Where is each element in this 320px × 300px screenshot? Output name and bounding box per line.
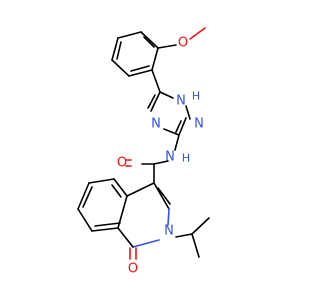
bond (153, 182, 170, 210)
atom-o-lactam: O (128, 262, 138, 277)
bond (159, 91, 174, 99)
bond (111, 59, 130, 77)
bond (130, 65, 150, 72)
bond (151, 69, 161, 93)
bond (178, 117, 187, 136)
atom-h-triazole: H (192, 90, 200, 103)
atom-labels: O H N N N N H O N O (117, 36, 204, 277)
bond (151, 47, 159, 71)
atom-n-triazole-right: N (194, 117, 204, 132)
atom-o-amide: O (117, 156, 127, 171)
bond (175, 233, 193, 238)
atom-n-triazole-left: N (151, 117, 161, 132)
bond (94, 222, 121, 227)
bond (150, 91, 161, 112)
bond (147, 94, 156, 109)
bond (175, 120, 182, 133)
bond (91, 227, 119, 232)
bond (153, 160, 169, 165)
bond (77, 208, 93, 232)
bond (167, 208, 170, 226)
atom-n-ring: N (164, 224, 174, 239)
bond (174, 134, 180, 151)
bond (132, 239, 160, 248)
atom-o-methoxy: O (178, 36, 188, 51)
bond (185, 105, 191, 120)
bond (77, 182, 90, 210)
bond (88, 178, 115, 184)
bond (189, 27, 206, 40)
bond-layer (77, 27, 210, 260)
bond (126, 182, 155, 197)
bond (157, 187, 171, 205)
bond (82, 186, 93, 208)
bond (163, 128, 180, 136)
bond (113, 178, 128, 197)
bond (191, 233, 200, 258)
bond (111, 37, 119, 61)
atom-n-amide: N (165, 150, 175, 165)
atom-n-triazole-h: N (176, 94, 186, 109)
atom-h-amide: H (182, 152, 190, 165)
bond (191, 217, 210, 235)
bond (117, 227, 134, 248)
bond (157, 44, 177, 49)
bond (111, 184, 122, 198)
molecule-structure: O H N N N N H O N O (77, 27, 210, 277)
bond (128, 69, 153, 77)
bond (116, 41, 122, 60)
bond (140, 31, 159, 49)
bond (117, 31, 142, 39)
bond (143, 36, 155, 48)
